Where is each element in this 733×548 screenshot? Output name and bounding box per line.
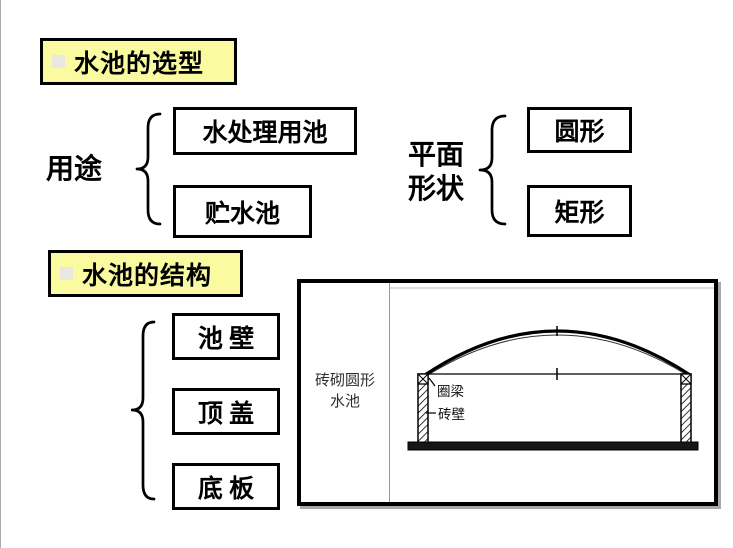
section2-title: 水池的结构: [82, 262, 213, 290]
section1-title-box: 水池的选型: [40, 38, 237, 85]
item-label: 水处理用池: [202, 120, 328, 147]
group-plane-shape-label: 平面 形状: [408, 139, 464, 207]
item-box-top-cover: 顶 盖: [172, 388, 280, 435]
ring-beam-label: 圈梁: [437, 384, 464, 399]
tank-figure-frame: 砖砌圆形 水池: [297, 279, 718, 506]
brace-usage: [135, 112, 162, 226]
brace-plane-shape: [478, 114, 507, 226]
item-box-rectangular: 矩形: [527, 185, 632, 237]
item-box-bottom-plate: 底 板: [172, 463, 280, 510]
window-edge-line: [0, 0, 1, 548]
base-plate: [407, 441, 699, 451]
item-box-circular: 圆形: [527, 107, 632, 153]
item-label: 矩形: [554, 200, 605, 227]
item-label: 底 板: [197, 475, 255, 503]
figure-caption-line1: 砖砌圆形: [314, 373, 375, 389]
item-label: 圆形: [554, 119, 605, 146]
item-label: 池 壁: [197, 325, 255, 353]
figure-caption: 砖砌圆形 水池: [301, 371, 389, 413]
group-plane-shape-line2: 形状: [408, 174, 465, 205]
brace-structure: [131, 320, 156, 501]
item-box-storage-tank: 贮水池: [173, 185, 312, 238]
group-usage-label: 用途: [46, 154, 103, 185]
item-label: 顶 盖: [197, 400, 255, 428]
brick-wall-label: 砖壁: [438, 407, 465, 422]
section1-title: 水池的选型: [74, 50, 205, 78]
square-bullet-icon: [60, 267, 73, 280]
left-ring-beam-section: [417, 373, 429, 385]
square-bullet-icon: [52, 55, 65, 68]
item-label: 贮水池: [204, 200, 280, 228]
tank-cross-section-drawing: 圈梁 砖壁: [390, 287, 714, 451]
right-ring-beam-section: [680, 373, 692, 385]
ring-beam-leader-line: [428, 377, 436, 387]
item-box-tank-wall: 池 壁: [172, 313, 280, 360]
section2-title-box: 水池的结构: [48, 250, 243, 297]
item-box-water-treatment-tank: 水处理用池: [173, 107, 357, 155]
figure-divider-line: [389, 283, 390, 502]
group-plane-shape-line1: 平面: [408, 140, 465, 171]
figure-caption-line2: 水池: [329, 394, 360, 410]
